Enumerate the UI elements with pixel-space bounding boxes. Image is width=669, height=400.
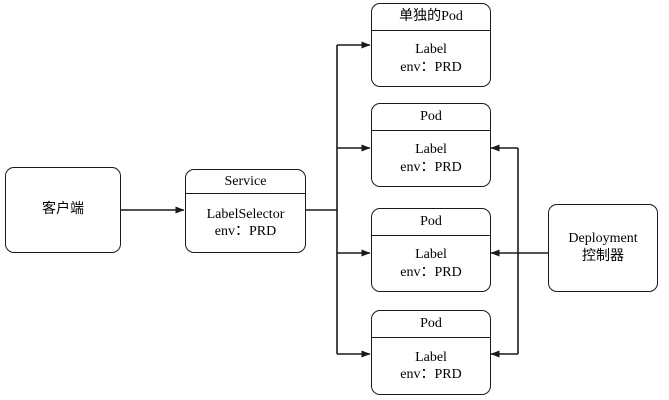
node-service-selector: LabelSelector bbox=[206, 206, 285, 222]
node-standalone-pod-title: 单独的Pod bbox=[372, 4, 490, 31]
node-pod-3-body: Label env：PRD bbox=[372, 338, 490, 394]
node-pod-3-env: env：PRD bbox=[400, 367, 462, 382]
node-client-label: 客户端 bbox=[42, 201, 84, 217]
node-pod-1-env: env：PRD bbox=[400, 159, 462, 175]
node-service-title: Service bbox=[186, 170, 305, 194]
node-pod-3[interactable]: Pod Label env：PRD bbox=[371, 310, 491, 395]
node-standalone-pod-label: Label bbox=[415, 42, 447, 57]
node-standalone-pod[interactable]: 单独的Pod Label env：PRD bbox=[371, 3, 491, 87]
node-deployment-controller-label: Deployment 控制器 bbox=[568, 212, 637, 285]
edge-service-to-trunk bbox=[306, 45, 338, 354]
node-client[interactable]: 客户端 bbox=[5, 167, 121, 253]
node-service-env: env：PRD bbox=[214, 224, 277, 239]
node-standalone-pod-env: env：PRD bbox=[400, 59, 462, 75]
node-pod-1-body: Label env：PRD bbox=[372, 131, 490, 186]
node-pod-1-label: Label bbox=[415, 142, 447, 157]
edge-deployment-to-trunk bbox=[517, 148, 548, 354]
node-pod-1-title: Pod bbox=[372, 104, 490, 131]
node-service[interactable]: Service LabelSelector env：PRD bbox=[185, 169, 306, 253]
node-pod-2-body: Label env：PRD bbox=[372, 236, 490, 291]
node-pod-3-title: Pod bbox=[372, 311, 490, 338]
node-deployment-controller-label-en: Deployment bbox=[568, 230, 638, 246]
node-pod-1[interactable]: Pod Label env：PRD bbox=[371, 103, 491, 187]
node-deployment-controller-label-cn: 控制器 bbox=[582, 249, 624, 264]
node-service-body: LabelSelector env：PRD bbox=[186, 194, 305, 252]
node-pod-2-label: Label bbox=[415, 247, 447, 262]
node-pod-2-title: Pod bbox=[372, 209, 490, 236]
node-deployment-controller[interactable]: Deployment 控制器 bbox=[548, 204, 658, 292]
node-pod-2[interactable]: Pod Label env：PRD bbox=[371, 208, 491, 292]
node-standalone-pod-body: Label env：PRD bbox=[372, 31, 490, 86]
node-pod-3-label: Label bbox=[415, 349, 447, 365]
node-pod-2-env: env：PRD bbox=[400, 264, 462, 280]
